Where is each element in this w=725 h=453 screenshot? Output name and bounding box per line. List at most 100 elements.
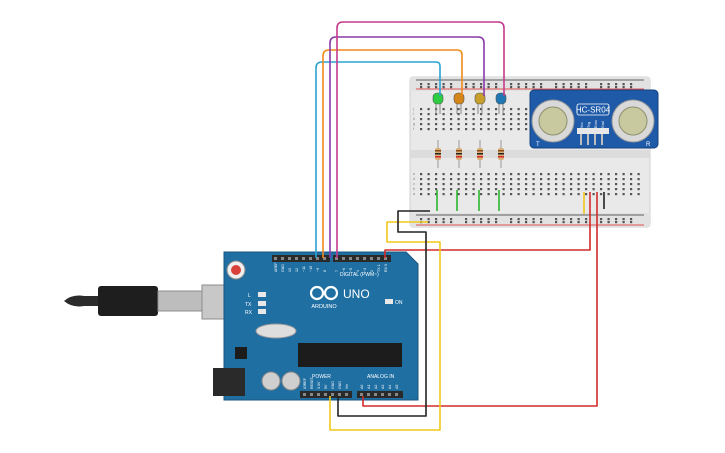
- breadboard-hole: [592, 188, 595, 191]
- rail-hole: [480, 83, 483, 86]
- breadboard-hole: [585, 183, 588, 186]
- breadboard-hole: [450, 113, 453, 116]
- breadboard-hole: [562, 183, 565, 186]
- breadboard-hole: [577, 183, 580, 186]
- breadboard-hole: [450, 173, 453, 176]
- breadboard-hole: [577, 188, 580, 191]
- resistor-band: [498, 150, 504, 152]
- breadboard-hole: [540, 193, 543, 196]
- breadboard-hole: [547, 188, 550, 191]
- analog-pin-label: A4: [388, 385, 392, 389]
- breadboard-hole: [517, 123, 520, 126]
- power-pin-hole: [324, 393, 327, 396]
- rail-hole: [465, 218, 468, 221]
- wires: [315, 21, 605, 431]
- digital-pin-hole: [288, 257, 291, 260]
- breadboard-hole: [630, 188, 633, 191]
- breadboard-hole: [420, 173, 423, 176]
- digital-pin-hole: [335, 257, 338, 260]
- breadboard-hole: [450, 108, 453, 111]
- digital-pin-label: ~6: [342, 268, 346, 272]
- analog-pin-hole: [367, 393, 370, 396]
- breadboard-hole: [420, 183, 423, 186]
- breadboard-hole: [457, 128, 460, 131]
- rail-hole: [480, 218, 483, 221]
- rail-hole: [495, 221, 498, 224]
- rail-hole: [517, 86, 520, 89]
- rail-hole: [600, 218, 603, 221]
- breadboard-hole: [562, 193, 565, 196]
- breadboard-hole: [450, 123, 453, 126]
- power-pin-label: 5V: [324, 384, 328, 389]
- breadboard-hole: [517, 183, 520, 186]
- breadboard-hole: [495, 113, 498, 116]
- breadboard-hole: [435, 128, 438, 131]
- breadboard-hole: [622, 188, 625, 191]
- breadboard-hole: [577, 178, 580, 181]
- breadboard-hole: [420, 188, 423, 191]
- breadboard-hole: [622, 183, 625, 186]
- rail-hole: [450, 86, 453, 89]
- breadboard-hole: [510, 123, 513, 126]
- rail-hole: [555, 218, 558, 221]
- digital-pin-hole: [377, 257, 380, 260]
- crystal: [255, 323, 297, 339]
- breadboard-hole: [525, 183, 528, 186]
- rail-hole: [420, 218, 423, 221]
- row-letter: j: [412, 107, 414, 111]
- rail-hole: [450, 218, 453, 221]
- breadboard-hole: [502, 123, 505, 126]
- breadboard-hole: [510, 183, 513, 186]
- rail-hole: [532, 221, 535, 224]
- sensor-pin: [587, 133, 589, 145]
- breadboard-hole: [622, 173, 625, 176]
- breadboard-hole: [495, 108, 498, 111]
- breadboard-hole: [585, 193, 588, 196]
- breadboard-hole: [427, 183, 430, 186]
- usb-plug: [98, 286, 158, 316]
- analog-pin-label: A0: [360, 385, 364, 389]
- rail-hole: [517, 218, 520, 221]
- resistor-band: [498, 156, 504, 158]
- breadboard-hole: [472, 128, 475, 131]
- breadboard-hole: [442, 123, 445, 126]
- breadboard-hole: [442, 193, 445, 196]
- rail-hole: [615, 218, 618, 221]
- rail-hole: [532, 83, 535, 86]
- rail-hole: [622, 86, 625, 89]
- breadboard-hole: [607, 193, 610, 196]
- breadboard-hole: [457, 113, 460, 116]
- breadboard-hole: [607, 178, 610, 181]
- breadboard-hole: [495, 123, 498, 126]
- rail-hole: [427, 218, 430, 221]
- rail-hole: [435, 221, 438, 224]
- row-letter: a: [413, 192, 415, 196]
- analog-pin-hole: [395, 393, 398, 396]
- breadboard-hole: [615, 183, 618, 186]
- analog-pin-hole: [360, 393, 363, 396]
- rail-hole: [517, 221, 520, 224]
- breadboard-hole: [442, 173, 445, 176]
- breadboard-hole: [502, 118, 505, 121]
- rail-hole: [562, 218, 565, 221]
- breadboard-hole: [465, 173, 468, 176]
- resistor-band: [435, 150, 441, 152]
- rail-hole: [420, 86, 423, 89]
- power-pin-hole: [331, 393, 334, 396]
- led-rx: [258, 309, 266, 314]
- digital-pin-label: 4: [356, 270, 360, 272]
- breadboard-hole: [585, 178, 588, 181]
- rail-hole: [495, 86, 498, 89]
- breadboard-hole: [427, 193, 430, 196]
- wire-orange: [322, 49, 463, 258]
- sensor-pin-header: [577, 128, 609, 134]
- breadboard-hole: [525, 108, 528, 111]
- rail-hole: [562, 83, 565, 86]
- rail-hole: [480, 221, 483, 224]
- header-block: [272, 255, 330, 262]
- row-letter: d: [413, 177, 415, 181]
- breadboard-hole: [495, 128, 498, 131]
- rail-hole: [600, 221, 603, 224]
